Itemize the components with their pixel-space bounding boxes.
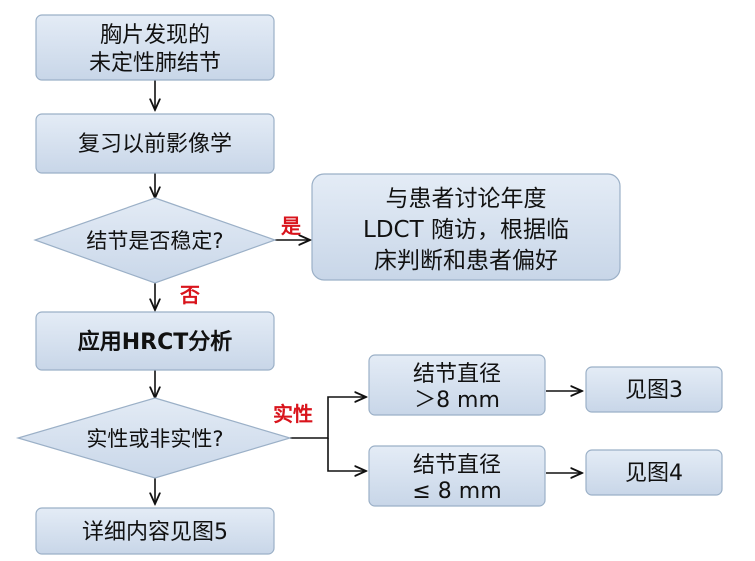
node-stable-yes: 与患者讨论年度 LDCT 随访，根据临 床判断和患者偏好 — [311, 173, 621, 281]
arrow-solid-to-small — [327, 438, 366, 471]
node-fig3: 见图3 — [585, 366, 723, 413]
node-fig4-label: 见图4 — [625, 461, 683, 486]
edge-label-yes: 是 — [280, 214, 301, 238]
arrow-solid-to-large — [290, 397, 366, 439]
node-stable-question-label: 结节是否稳定? — [86, 229, 223, 253]
node-review-label: 复习以前影像学 — [78, 132, 232, 157]
edge-label-solid: 实性 — [273, 402, 313, 426]
node-stable-yes-line1: 与患者讨论年度 — [386, 186, 547, 212]
node-start: 胸片发现的 未定性肺结节 — [35, 14, 275, 81]
node-large-line2: ＞8 mm — [414, 388, 500, 413]
node-large-line1: 结节直径 — [413, 362, 501, 387]
node-stable-question: 结节是否稳定? — [33, 197, 277, 284]
node-start-line1: 胸片发现的 — [100, 23, 210, 48]
node-start-line2: 未定性肺结节 — [89, 51, 221, 76]
node-details-label: 详细内容见图5 — [82, 520, 228, 545]
node-small-line1: 结节直径 — [413, 453, 501, 478]
node-hrct-label: 应用HRCT分析 — [78, 329, 233, 355]
node-fig3-label: 见图3 — [625, 378, 683, 403]
node-details: 详细内容见图5 — [35, 507, 275, 555]
node-stable-yes-line2: LDCT 随访，根据临 — [363, 217, 569, 243]
node-solid-question: 实性或非实性? — [15, 397, 293, 479]
connectors — [155, 80, 582, 504]
node-small: 结节直径 ≤ 8 mm — [368, 445, 546, 507]
node-stable-yes-line3: 床判断和患者偏好 — [374, 248, 558, 274]
node-large: 结节直径 ＞8 mm — [368, 354, 546, 416]
node-hrct: 应用HRCT分析 — [35, 311, 275, 371]
node-small-line2: ≤ 8 mm — [412, 479, 501, 504]
node-solid-question-label: 实性或非实性? — [86, 427, 223, 451]
node-fig4: 见图4 — [585, 449, 723, 496]
node-review: 复习以前影像学 — [35, 113, 275, 174]
edge-label-no: 否 — [179, 283, 200, 307]
